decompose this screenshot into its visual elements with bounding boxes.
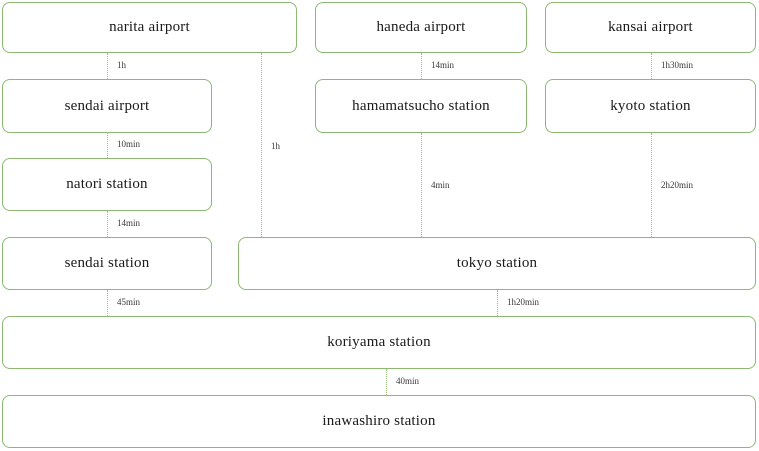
node-label-kansai-airport: kansai airport xyxy=(608,19,693,35)
node-label-tokyo-station: tokyo station xyxy=(456,255,538,271)
edge-label-sendai-station-to-koriyama: 45min xyxy=(117,297,141,307)
node-label-sendai-airport: sendai airport xyxy=(64,97,150,114)
node-inawashiro-station[interactable]: inawashiro station xyxy=(2,395,756,448)
node-label-natori-station: natori station xyxy=(66,176,148,192)
edge-narita-to-tokyo xyxy=(261,53,262,237)
edge-label-narita-to-tokyo: 1h xyxy=(271,141,280,151)
node-label-inawashiro-station: inawashiro station xyxy=(322,413,436,429)
edge-natori-to-sendai-station xyxy=(107,211,108,237)
node-hamamatsucho-station[interactable]: hamamatsucho station xyxy=(315,79,527,133)
node-label-hamamatsucho-station: hamamatsucho station xyxy=(352,97,490,114)
node-sendai-airport[interactable]: sendai airport xyxy=(2,79,212,133)
edge-tokyo-to-koriyama xyxy=(497,290,498,316)
edge-narita-to-sendai-airport xyxy=(107,53,108,79)
edge-sendai-airport-to-natori xyxy=(107,133,108,158)
edge-label-tokyo-to-koriyama: 1h20min xyxy=(507,297,540,307)
node-label-narita-airport: narita airport xyxy=(109,19,190,35)
edge-label-hamamatsucho-to-tokyo: 4min xyxy=(431,180,450,190)
edge-label-haneda-to-hamamatsucho: 14min xyxy=(431,60,455,70)
node-natori-station[interactable]: natori station xyxy=(2,158,212,211)
node-sendai-station[interactable]: sendai station xyxy=(2,237,212,290)
edge-label-kansai-to-kyoto: 1h30min xyxy=(661,60,694,70)
node-label-haneda-airport: haneda airport xyxy=(376,19,466,35)
node-label-sendai-station: sendai station xyxy=(64,255,150,271)
edge-kansai-to-kyoto xyxy=(651,53,652,79)
node-koriyama-station[interactable]: koriyama station xyxy=(2,316,756,369)
node-haneda-airport[interactable]: haneda airport xyxy=(315,2,527,53)
edge-label-narita-to-sendai-airport: 1h xyxy=(117,60,126,70)
node-label-kyoto-station: kyoto station xyxy=(610,97,691,114)
edge-label-natori-to-sendai-station: 14min xyxy=(117,218,141,228)
node-kyoto-station[interactable]: kyoto station xyxy=(545,79,756,133)
node-tokyo-station[interactable]: tokyo station xyxy=(238,237,756,290)
edge-label-koriyama-to-inawashiro: 40min xyxy=(396,376,420,386)
edge-hamamatsucho-to-tokyo xyxy=(421,133,422,237)
edge-haneda-to-hamamatsucho xyxy=(421,53,422,79)
edge-kyoto-to-tokyo xyxy=(651,133,652,237)
node-kansai-airport[interactable]: kansai airport xyxy=(545,2,756,53)
edge-label-kyoto-to-tokyo: 2h20min xyxy=(661,180,694,190)
edge-label-sendai-airport-to-natori: 10min xyxy=(117,139,141,149)
node-label-koriyama-station: koriyama station xyxy=(327,334,431,350)
node-narita-airport[interactable]: narita airport xyxy=(2,2,297,53)
edge-koriyama-to-inawashiro xyxy=(386,369,387,395)
edge-sendai-station-to-koriyama xyxy=(107,290,108,316)
